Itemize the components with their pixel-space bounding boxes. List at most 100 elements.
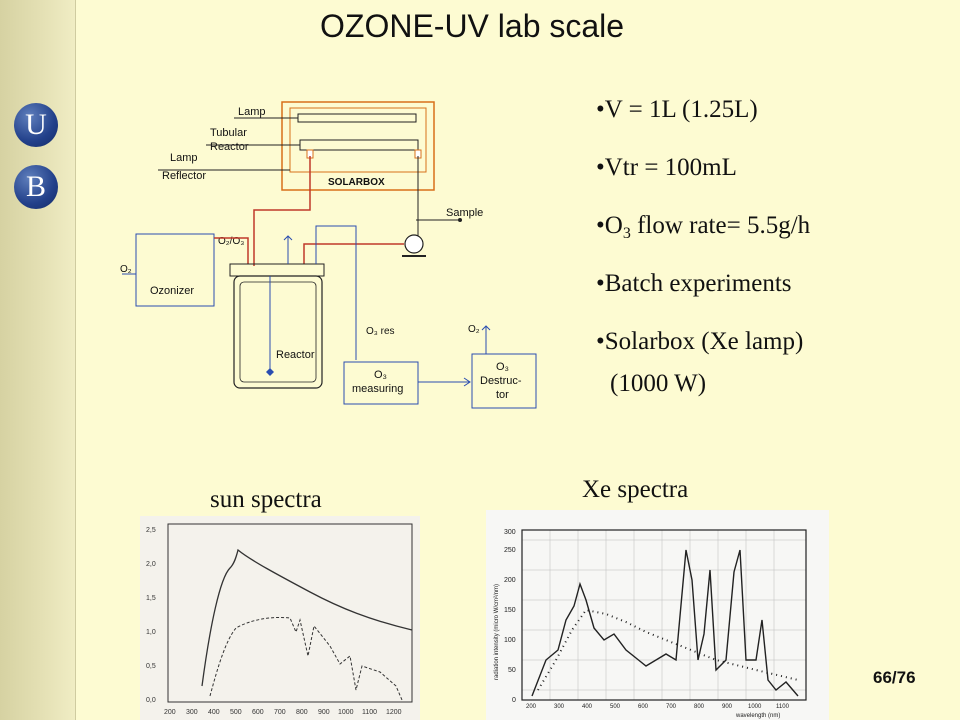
sun-spectra-caption: sun spectra [210,486,322,513]
measuring-arrow [463,377,471,387]
xe-x-tick: 300 [554,704,565,710]
ozonizer-label: Ozonizer [150,285,194,297]
sun-x-tick: 800 [296,709,308,716]
sidebar-band: U B [0,0,76,720]
bullet-solarbox: •Solarbox (Xe lamp) [596,328,804,355]
solarbox-frame [281,101,435,191]
o3-res-line [315,225,357,360]
sun-spectrum-image: 0,0 0,5 1,0 1,5 2,0 2,5 200 300 400 500 … [140,516,420,720]
xe-spectra-caption: Xe spectra [582,476,689,503]
slide-title: OZONE-UV lab scale [320,8,625,44]
xe-x-tick: 800 [694,704,705,710]
sun-x-tick: 600 [252,709,264,716]
sample-label: Sample [446,207,483,219]
sun-y-tick: 1,5 [146,595,156,602]
bullet-solarbox-power: (1000 W) [610,370,707,397]
o3-measuring-box [343,361,419,405]
xe-y-tick: 0 [512,697,516,704]
process-diagram: SOLARBOX Lamp Tubular Reactor Lamp Refle… [120,101,537,409]
sun-curve-sea-level [209,617,403,701]
o3-measuring-label-2: measuring [352,383,403,395]
reactor-vessel [233,275,323,389]
reactor-cap [229,263,325,277]
diffuser-icon [266,368,274,376]
sun-y-tick: 2,0 [146,561,156,568]
xe-lamp-curve [531,549,799,697]
sun-y-tick: 1,0 [146,629,156,636]
destructor-label-1: O₃ [496,361,509,373]
tubular-reactor-tube [299,139,419,151]
xe-y-tick: 150 [504,607,516,614]
sun-x-ticks: 200 300 400 500 600 700 800 900 1000 110… [164,709,402,716]
reflector-label-1: Lamp [170,152,198,164]
university-logo-b: B [14,165,58,209]
sun-x-tick: 500 [230,709,242,716]
pump-icon [404,234,424,254]
tubular-label-1: Tubular [210,127,247,139]
sun-x-tick: 1100 [362,709,377,716]
destructor-vent-arrow [481,325,491,331]
flow-line-to-lamp [253,156,311,266]
sun-x-tick: 1000 [338,709,354,716]
solarbox-label: SOLARBOX [328,177,385,188]
sun-x-tick: 900 [318,709,330,716]
sun-curve-top [201,548,413,687]
vent-arrow [283,235,293,241]
page-number: 66/76 [873,668,916,687]
o2-out-label: O₂ [468,324,480,335]
sun-y-tick: 0,5 [146,663,156,670]
reactor-inner [239,281,317,383]
o2-inlet-label: O₂ [120,264,132,275]
destructor-label-2: Destruc- [480,375,522,387]
sun-y-tick: 2,5 [146,527,156,534]
o3-res-label: O₃ res [366,326,395,337]
bullet-volume: •V = 1L (1.25L) [596,96,758,123]
xe-y-tick: 300 [504,529,516,536]
solarbox-inner [289,107,427,173]
xe-spectrum-plot: 0 50 100 150 200 250 300 200 300 400 500… [494,529,807,719]
xe-y-tick: 200 [504,577,516,584]
xe-x-tick: 200 [526,704,537,710]
o2o3-label: O₂/O₃ [218,236,244,247]
tubular-label-2: Reactor [210,141,249,153]
lamp-label: Lamp [238,106,266,118]
xe-y-tick: 250 [504,547,516,554]
pump-to-reactor [303,243,404,264]
sun-x-tick: 300 [186,709,198,716]
sun-y-ticks: 0,0 0,5 1,0 1,5 2,0 2,5 [146,527,156,704]
xe-y-ticks: 0 50 100 150 200 250 300 [504,529,516,704]
destructor-label-3: tor [496,389,509,401]
xe-spectrum-image: 0 50 100 150 200 250 300 200 300 400 500… [486,510,829,720]
sun-x-tick: 400 [208,709,220,716]
sun-x-tick: 700 [274,709,286,716]
xe-y-tick: 50 [508,667,516,674]
xe-x-tick: 400 [582,704,593,710]
xe-y-tick: 100 [504,637,516,644]
sun-y-tick: 0,0 [146,697,156,704]
xe-y-label: radiation intensity (micro W/cm²/nm) [494,584,500,680]
lamp-tube [297,113,417,123]
xe-x-ticks: 200 300 400 500 600 700 800 900 1000 110… [526,704,790,710]
xe-x-tick: 1000 [748,704,762,710]
ozonizer-to-reactor [214,237,249,264]
sun-x-tick: 1200 [386,709,402,716]
ozonizer-box [135,233,215,307]
xe-sun-dotted [537,608,799,691]
o3-destructor-box [471,353,537,409]
xe-grid [522,530,806,700]
bullet-batch: •Batch experiments [596,270,792,297]
reactor-label: Reactor [276,349,315,361]
xe-x-tick: 1100 [776,704,790,710]
xe-x-tick: 900 [722,704,733,710]
bullet-o3-flow: •O3 flow rate= 5.5g/h [596,212,811,242]
bullet-vtr: •Vtr = 100mL [596,154,737,181]
reflector-label-2: Reflector [162,170,206,182]
sun-spectrum-plot: 0,0 0,5 1,0 1,5 2,0 2,5 200 300 400 500 … [146,523,413,716]
sample-dot [458,218,462,222]
university-logo-u: U [14,103,58,147]
o3-measuring-label-1: O₃ [374,369,387,381]
xe-x-tick: 600 [638,704,649,710]
xe-x-label: wavelength (nm) [735,713,780,719]
sun-x-tick: 200 [164,709,176,716]
xe-x-tick: 700 [666,704,677,710]
